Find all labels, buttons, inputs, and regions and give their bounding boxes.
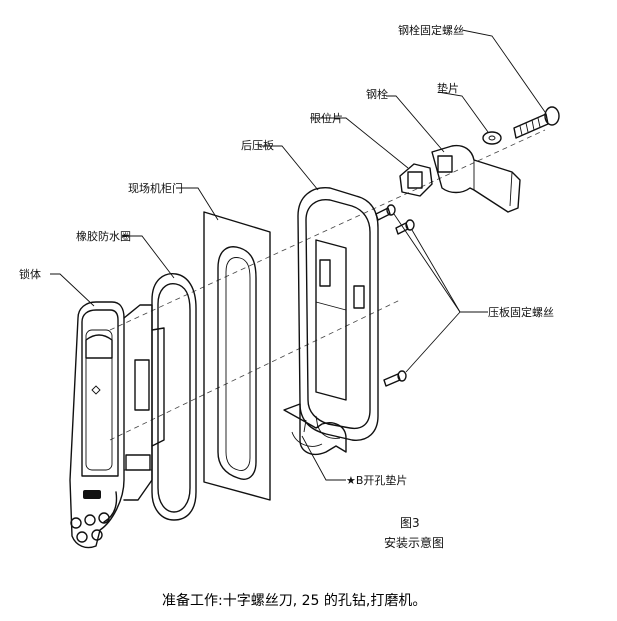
label-steel-bolt: 钢栓 [366, 87, 388, 101]
label-plate-screws: 压板固定螺丝 [488, 305, 554, 319]
label-washer: 垫片 [437, 81, 459, 95]
limit-plate-part [399, 163, 433, 197]
rubber-ring-part [151, 273, 197, 521]
label-cabinet-door: 现场机柜门 [128, 181, 183, 195]
plate-screws-part [375, 204, 415, 387]
figure-number: 图3 [400, 516, 420, 530]
washer-part [482, 131, 502, 145]
label-steel-bolt-screw: 钢栓固定螺丝 [398, 23, 464, 37]
label-b-hole-spacer: ★B开孔垫片 [346, 473, 407, 487]
preparation-note: 准备工作:十字螺丝刀, 25 的孔钻,打磨机。 [162, 592, 426, 609]
steel-bolt-part [431, 144, 521, 213]
label-lock-body: 锁体 [19, 267, 41, 281]
label-limit-plate: 限位片 [310, 111, 343, 125]
label-rubber-ring: 橡胶防水圈 [76, 229, 131, 243]
leader-lines [50, 29, 546, 481]
cabinet-door-part [203, 211, 271, 501]
figure-title: 安装示意图 [384, 535, 444, 550]
back-plate-part [283, 187, 379, 456]
lock-body-part [69, 301, 165, 549]
label-back-plate: 后压板 [241, 138, 274, 152]
bolt-screw-part [513, 106, 560, 139]
assembly-axis [109, 129, 546, 441]
